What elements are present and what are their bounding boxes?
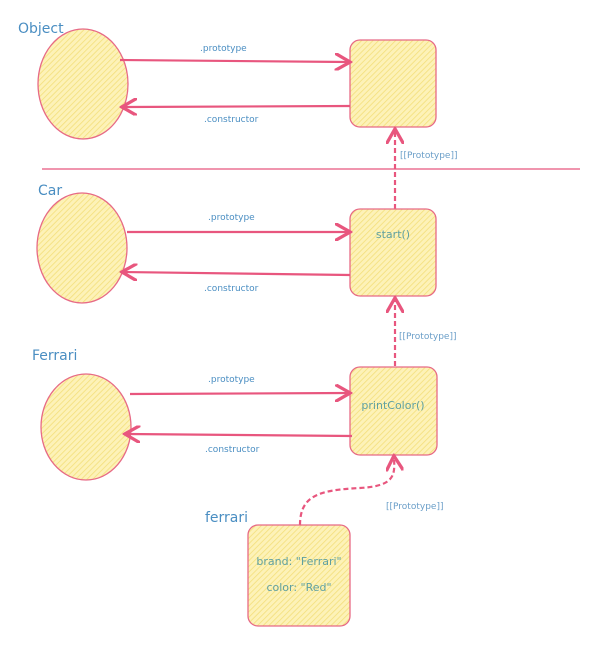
object-prototype-label: .prototype [200, 44, 247, 54]
ferrari-to-car-label: [[Prototype]] [399, 332, 456, 342]
object-constructor-circle [37, 28, 129, 140]
ferrari-prototype-label: .prototype [208, 375, 255, 385]
car-constructor-label: .constructor [204, 284, 259, 294]
car-prototype-label: .prototype [208, 213, 255, 223]
object-prototype-arrow [119, 60, 348, 62]
ferrari-constructor-arrow [127, 434, 353, 436]
ferrari-instance-section: ferrari brand: "Ferrari" color: "Red" [205, 510, 351, 627]
car-title: Car [38, 183, 62, 199]
ferrari-method: printColor() [361, 399, 424, 412]
ferrari-constructor-circle [40, 373, 132, 481]
ferrari-prototype-arrow [129, 393, 348, 394]
ferrari-constructor-label: .constructor [205, 445, 260, 455]
car-constructor-arrow [124, 272, 351, 275]
ferrari-instance-box [247, 524, 351, 627]
car-prototype-box [349, 208, 437, 297]
instance-to-ferrari-label: [[Prototype]] [386, 502, 443, 512]
ferrari-instance-color: color: "Red" [266, 581, 331, 594]
instance-to-ferrari-link [298, 458, 394, 526]
ferrari-instance-brand: brand: "Ferrari" [256, 555, 341, 568]
car-method: start() [376, 228, 410, 241]
object-title: Object [18, 21, 64, 37]
car-to-object-label: [[Prototype]] [400, 151, 457, 161]
ferrari-instance-title: ferrari [205, 510, 248, 526]
ferrari-section: Ferrari printColor() .prototype .constru… [32, 348, 438, 481]
object-prototype-box [349, 39, 437, 128]
car-section: Car start() .prototype .constructor [36, 183, 437, 304]
car-constructor-circle [36, 192, 128, 304]
ferrari-title: Ferrari [32, 348, 77, 364]
object-constructor-arrow [124, 106, 351, 107]
object-section: Object .prototype .constructor [18, 21, 437, 140]
object-constructor-label: .constructor [204, 115, 259, 125]
